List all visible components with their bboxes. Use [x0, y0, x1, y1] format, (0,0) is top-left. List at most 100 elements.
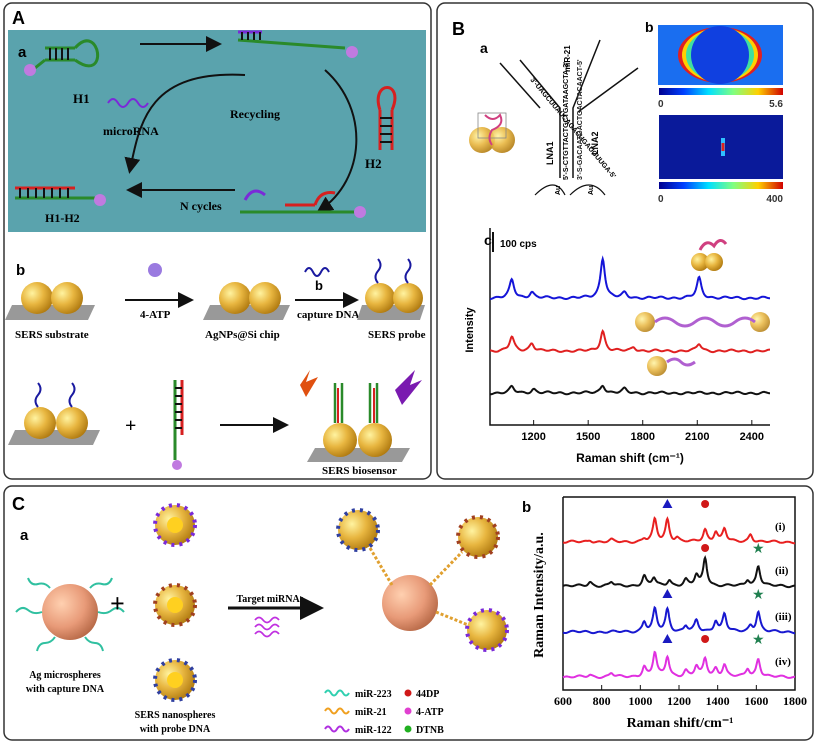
x-tick-label: 1000 [628, 694, 652, 708]
dimer-model-icon [469, 112, 515, 153]
colorbar-1-max: 5.6 [769, 99, 783, 110]
star-marker: ★ [752, 631, 765, 647]
x-tick-label: 1500 [576, 431, 600, 443]
chart-c-xlabel: Raman shift/cm⁻¹ [627, 716, 734, 731]
field-map-1 [658, 25, 783, 85]
legend-dot-icon [404, 707, 412, 715]
x-tick-label: 1200 [521, 431, 545, 443]
x-tick-label: 1200 [667, 694, 691, 708]
legend-label: 4-ATP [416, 707, 444, 718]
h1-hairpin [24, 39, 100, 76]
h1-label: H1 [73, 91, 90, 106]
x-tick-label: 1800 [783, 694, 807, 708]
panel-b-label: B [452, 19, 465, 39]
legend-wave-icon [324, 689, 350, 697]
star-marker: ★ [752, 540, 765, 556]
colorbar-2-min: 0 [658, 194, 664, 205]
arrow-recycle-icon [124, 73, 246, 174]
triangle-marker [662, 634, 673, 643]
series-line-1 [490, 328, 770, 354]
chip-label: AgNPs@Si chip [205, 329, 280, 341]
series-label: (iii) [775, 611, 792, 623]
x-tick-label: 1400 [706, 694, 730, 708]
sers-biosensor-figure [300, 370, 422, 462]
series-line-2 [562, 605, 795, 635]
seq-lna1: 5'-S-CTGTTACTGCTGATAAGCTA-3' [563, 62, 570, 180]
colorbar-2-max: 400 [766, 194, 783, 205]
series-label: (iv) [775, 656, 791, 668]
plus-sign: + [110, 589, 125, 618]
ag-label-1: Ag microspheres [29, 670, 101, 681]
panel-a-sub-a: a [18, 44, 27, 61]
ag-microsphere [15, 577, 125, 652]
inset-models [635, 239, 770, 376]
sers-label-2: with probe DNA [140, 724, 211, 735]
h2-hairpin [376, 86, 397, 150]
arrow-curved-icon [316, 69, 358, 213]
panel-a-sub-b-small: b [315, 278, 323, 293]
chart-c-ylabel: Raman Intensity/a.u. [532, 532, 547, 658]
h1-h2-label: H1-H2 [45, 211, 80, 225]
lightning-icon [300, 370, 318, 397]
series-line-0 [489, 255, 770, 301]
sers-substrate-label: SERS substrate [15, 329, 89, 341]
panel-c-sub-a: a [20, 527, 29, 544]
microrna-wave-icon [107, 98, 149, 108]
intermediate-complex [240, 189, 366, 218]
plus-sign: + [125, 415, 136, 437]
star-marker: ★ [752, 586, 765, 602]
x-tick-label: 600 [554, 694, 572, 708]
label-star-icon [24, 64, 36, 76]
x-tick-label: 1800 [630, 431, 654, 443]
capture-dna-icon [304, 267, 330, 277]
panel-a-sub-b: b [16, 262, 25, 279]
au-label-right: Au [588, 186, 595, 195]
panel-c: C a Ag microspheres with capture DNA + S… [3, 485, 814, 741]
legend-label: miR-122 [355, 725, 392, 736]
legend-label: miR-223 [355, 689, 392, 700]
microrna-label: microRNA [103, 124, 159, 138]
mir21-label: miR-21 [563, 45, 572, 72]
legend-dot-icon [404, 725, 412, 733]
legend-wave-icon [324, 707, 350, 715]
series-line-0 [562, 516, 796, 545]
ag-label-2: with capture DNA [26, 684, 105, 695]
probe-figure [8, 382, 100, 445]
h1-h2-complex [15, 186, 106, 206]
series-line-3 [562, 650, 795, 679]
field-map-2 [659, 115, 783, 179]
circle-marker [701, 635, 710, 643]
axes [489, 228, 770, 426]
colorbar-2 [659, 182, 783, 189]
assembled-complex [336, 508, 509, 652]
target-label: Target miRNAs [236, 594, 303, 605]
x-tick-label: 1600 [744, 694, 768, 708]
sers-probe-label: SERS probe [368, 329, 426, 341]
panel-a: A a H1 H2 microRNA Recycling [3, 2, 432, 480]
sers-biosensor-label: SERS biosensor [322, 465, 397, 477]
panel-b-sub-a: a [480, 40, 488, 56]
chip-figure [203, 282, 290, 320]
circle-marker [701, 544, 710, 552]
sers-probe-figure [357, 258, 425, 320]
target-duplex [172, 380, 184, 470]
scale-bar-label: 100 cps [500, 239, 537, 250]
sers-label-1: SERS nanospheres [135, 710, 216, 721]
capture-dna-label: capture DNA [297, 309, 359, 321]
panel-c-sub-b: b [522, 499, 531, 516]
colorbar-1 [659, 88, 783, 95]
panel-b: B a b 3'-UAGCUUAUCAGACUGAUGUUGA-5' 5'-S-… [436, 2, 814, 480]
x-tick-label: 800 [593, 694, 611, 708]
legend-wave-icon [324, 725, 350, 733]
opened-h1 [237, 30, 358, 58]
lna1-label: LNA1 [545, 141, 555, 165]
panel-c-label: C [12, 494, 25, 514]
au-label-left: Au [555, 186, 562, 195]
series-line-1 [562, 555, 795, 589]
chart-b-ylabel: Intensity [464, 307, 476, 353]
circle-marker [701, 500, 710, 508]
